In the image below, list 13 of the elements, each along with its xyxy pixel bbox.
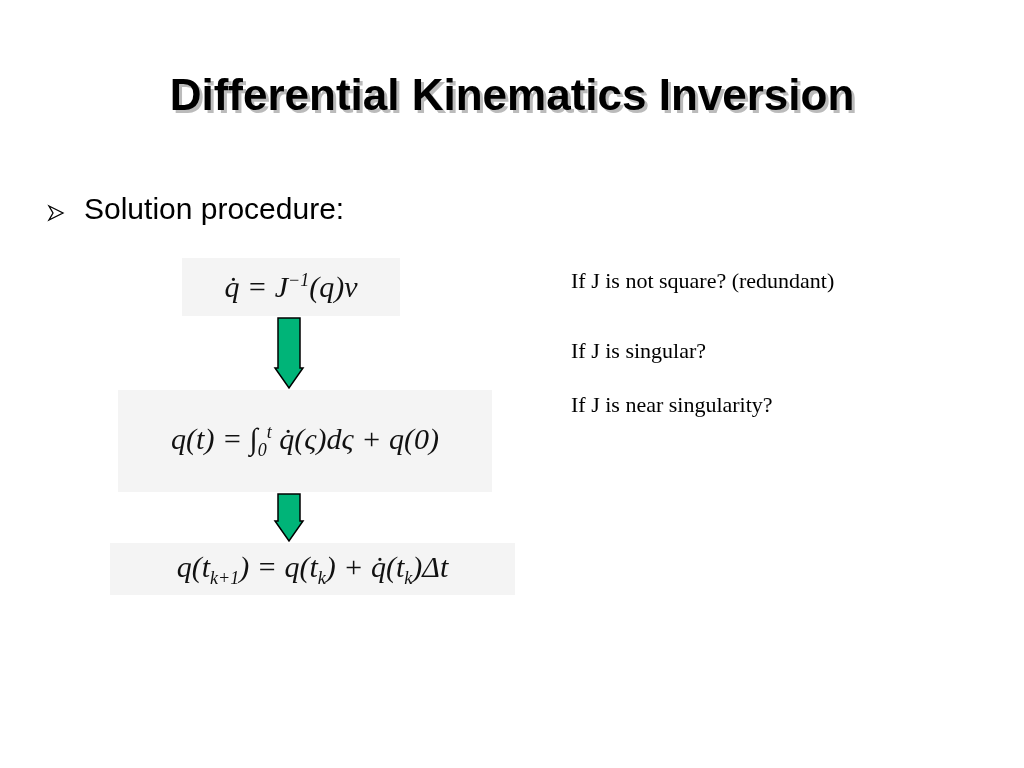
equation-box <box>110 543 515 595</box>
note-text: If J is not square? (redundant) <box>571 268 835 294</box>
slide-title: Differential Kinematics Inversion <box>168 70 856 120</box>
note-text: If J is near singularity? <box>571 392 773 418</box>
equation-box <box>118 390 492 492</box>
note-text: If J is singular? <box>571 338 707 364</box>
equation: q(t$_{k+1}$) = q(t$_{k}$) + q̇(t$_{k}$)Δt <box>176 549 449 589</box>
equation-box <box>182 258 400 316</box>
down-arrow <box>273 317 305 390</box>
equation: q(t) = ∫$_{0}$$^{t}$ q̇(ς)dς + q(0) <box>171 421 439 461</box>
equation: q̇ = J$^{−1}$(q)v <box>224 270 358 304</box>
bullet-text: Solution procedure: <box>84 192 345 226</box>
down-arrow <box>273 493 305 543</box>
